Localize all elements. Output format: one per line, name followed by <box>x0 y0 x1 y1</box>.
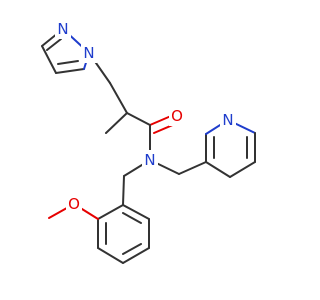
methoxybenzyl-group <box>48 159 151 264</box>
svg-text:N: N <box>57 20 68 38</box>
amide-nitrogen-label: N <box>142 150 158 170</box>
svg-text:N: N <box>83 44 94 62</box>
carbonyl-oxygen-label: O <box>169 106 185 126</box>
methoxy-oxygen-label: O <box>66 194 82 214</box>
propanamide-chain <box>88 52 176 161</box>
svg-text:O: O <box>171 107 183 125</box>
pyrazole-n2-label: N <box>55 19 71 39</box>
pyrazole-n1-label: N <box>81 43 97 63</box>
svg-text:O: O <box>68 195 80 213</box>
svg-text:N: N <box>222 111 233 129</box>
molecule-structure: N N O N N O <box>41 19 256 264</box>
svg-text:N: N <box>144 151 155 169</box>
pyridine-nitrogen-label: N <box>220 110 236 130</box>
